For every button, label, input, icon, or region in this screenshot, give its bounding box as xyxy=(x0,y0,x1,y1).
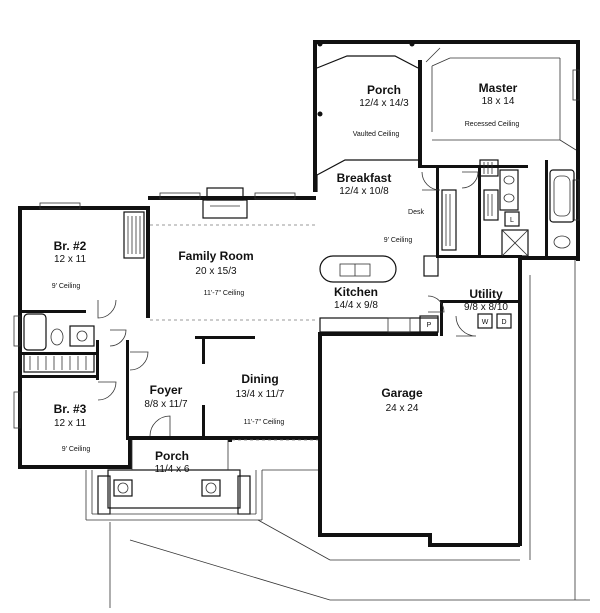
family-room-name: Family Room xyxy=(178,249,253,263)
dining-name: Dining xyxy=(241,372,278,386)
washer-label: W xyxy=(482,319,489,326)
br3-name: Br. #3 xyxy=(54,402,87,416)
family-room-dims: 20 x 15/3 xyxy=(195,266,237,277)
foyer-name: Foyer xyxy=(150,383,183,397)
front-porch xyxy=(85,440,263,521)
linen-label: L xyxy=(510,217,514,224)
porch-rear-dims: 12/4 x 14/3 xyxy=(359,98,409,109)
bath-fixtures xyxy=(23,169,575,351)
utility-fixtures xyxy=(423,255,512,329)
desk-label: Desk xyxy=(408,209,424,216)
br2-dims: 12 x 11 xyxy=(54,254,86,265)
dashed-dividers xyxy=(150,224,318,441)
family-room-note: 11'-7" Ceiling xyxy=(204,290,245,297)
master-note: Recessed Ceiling xyxy=(465,121,520,128)
porch-front-dims: 11/4 x 6 xyxy=(155,464,190,475)
interior-walls xyxy=(18,60,548,440)
kitchen-dims: 14/4 x 9/8 xyxy=(334,300,378,311)
foyer-dims: 8/8 x 11/7 xyxy=(144,399,188,410)
master-name: Master xyxy=(479,81,518,95)
breakfast-name: Breakfast xyxy=(337,171,392,185)
breakfast-dims: 12/4 x 10/8 xyxy=(339,186,389,197)
master-dims: 18 x 14 xyxy=(482,96,515,107)
kitchen-counter xyxy=(319,315,439,333)
utility-name: Utility xyxy=(469,287,503,301)
garage-name: Garage xyxy=(381,386,423,400)
br3-dims: 12 x 11 xyxy=(54,418,86,429)
door-swings xyxy=(97,171,479,437)
br2-note: 9' Ceiling xyxy=(52,283,81,290)
utility-dims: 9/8 x 8/10 xyxy=(464,302,508,313)
dining-dims: 13/4 x 11/7 xyxy=(236,389,285,400)
porch-front-name: Porch xyxy=(155,449,189,463)
dining-note: 11'-7" Ceiling xyxy=(244,419,285,426)
kitchen-name: Kitchen xyxy=(334,285,378,299)
dryer-label: D xyxy=(501,319,506,326)
windows xyxy=(13,69,580,429)
room-labels: Porch 12/4 x 14/3 Vaulted Ceiling Master… xyxy=(52,81,520,475)
pantry-label: P xyxy=(427,322,432,329)
br3-note: 9' Ceiling xyxy=(62,446,91,453)
breakfast-note: 9' Ceiling xyxy=(384,237,413,244)
garage-door xyxy=(322,535,518,547)
fireplace xyxy=(202,187,248,219)
porch-rear-note: Vaulted Ceiling xyxy=(353,131,400,138)
porch-rear-name: Porch xyxy=(367,83,401,97)
br2-name: Br. #2 xyxy=(54,239,87,253)
kitchen-island xyxy=(319,255,397,283)
garage-dims: 24 x 24 xyxy=(386,403,419,414)
rear-porch-outline xyxy=(316,41,577,192)
closet-shelves xyxy=(23,159,499,373)
walkway xyxy=(109,260,590,608)
